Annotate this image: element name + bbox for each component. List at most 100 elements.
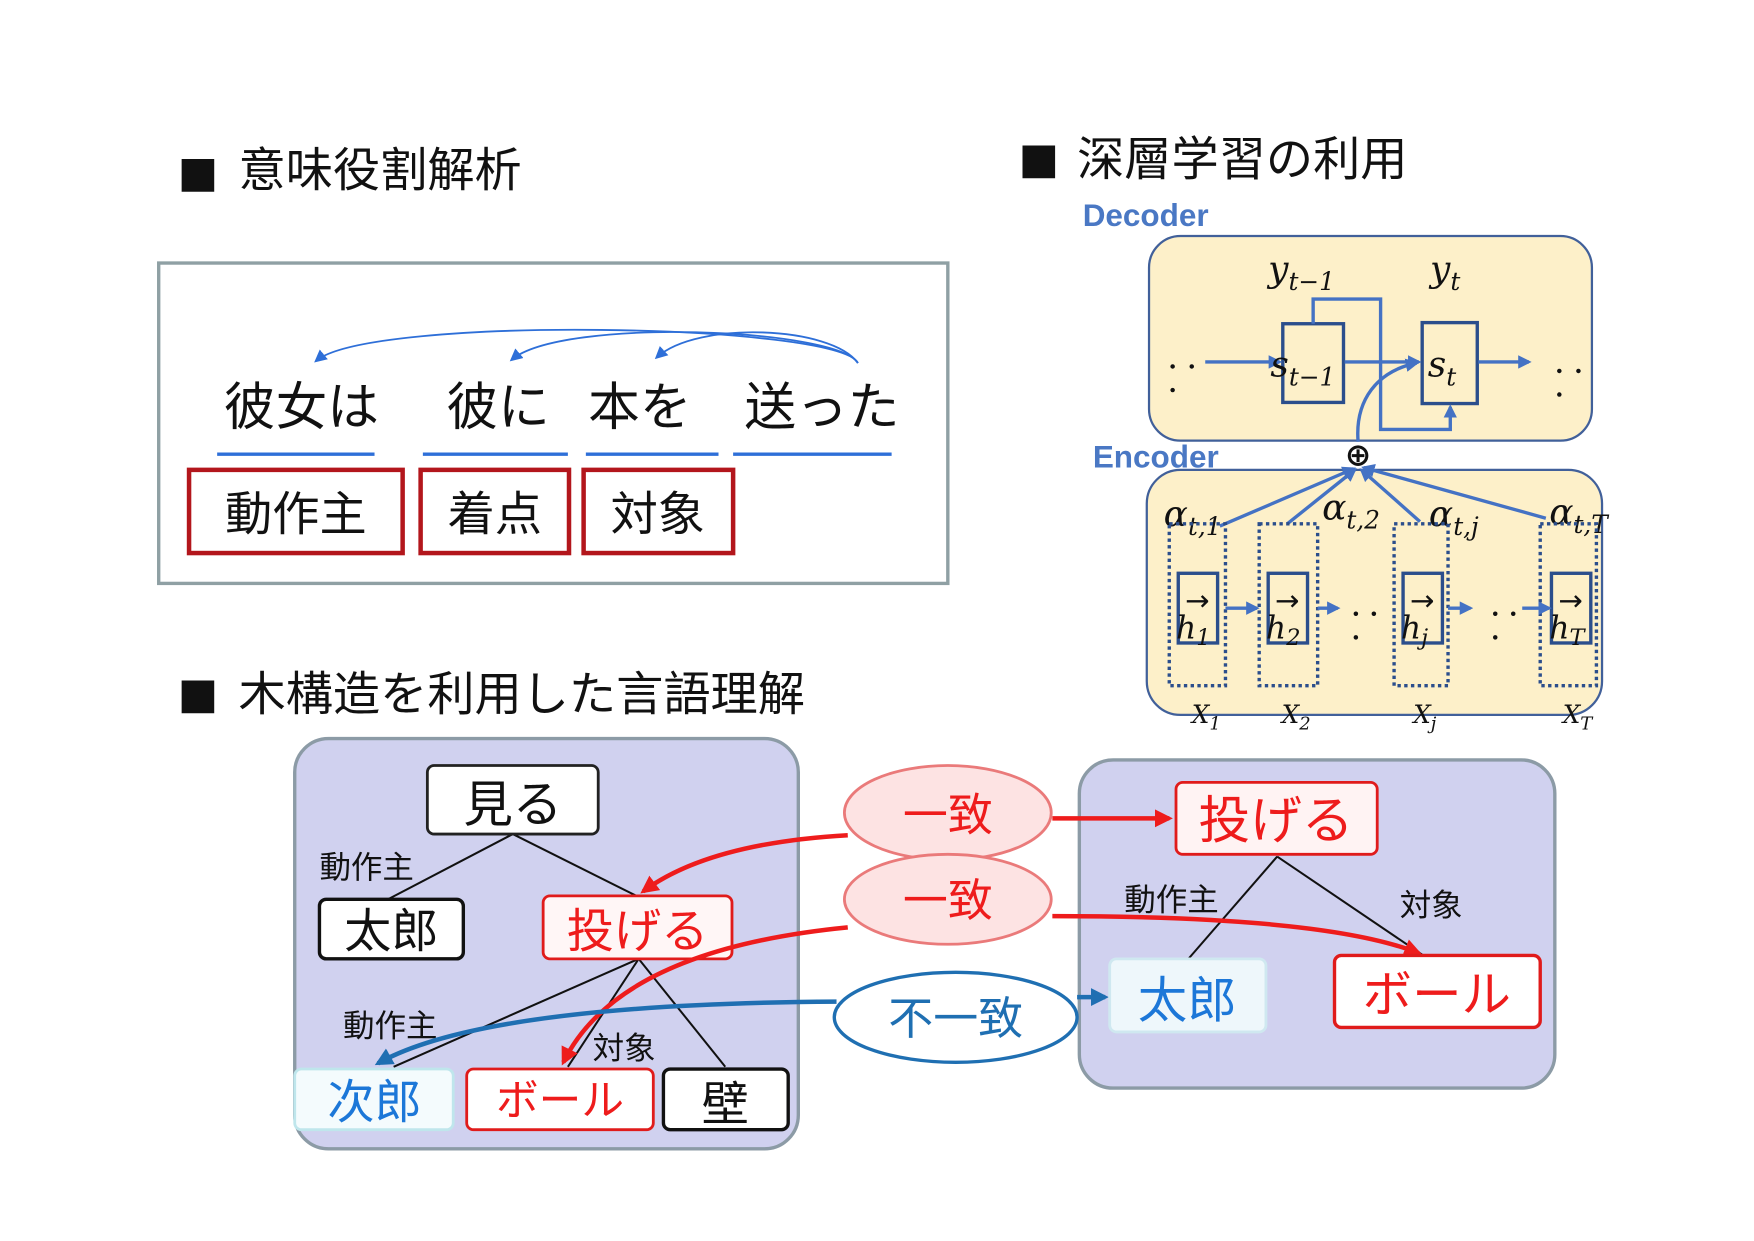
hidden-state-box: [1266, 571, 1310, 645]
encoder-cell-j: → hj: [1392, 522, 1450, 688]
encoder-label: Encoder: [1093, 440, 1219, 475]
output-prev-base: y: [1266, 249, 1289, 290]
ellipsis-dot: [1557, 368, 1562, 374]
decoder-panel: [1147, 234, 1594, 442]
attention-arrow-1: [1219, 466, 1357, 528]
left-root-node: [425, 764, 600, 836]
match-arrow-to-left-verb: [640, 832, 848, 894]
input-base: X: [1190, 700, 1211, 729]
attention-weight-2: αt,2: [1322, 487, 1380, 534]
ellipsis-dot: [1493, 611, 1498, 617]
role-label-agent: 動作主: [225, 488, 367, 543]
encoder-cell-frame: [1392, 522, 1450, 688]
hidden-state-label: h2: [1266, 610, 1301, 651]
state-current-box: [1420, 320, 1479, 406]
ellipsis-dot: [1576, 368, 1581, 374]
input-label-T: XT: [1561, 700, 1595, 735]
attention-weight-subscript: t,1: [1188, 512, 1222, 541]
hidden-state-subscript: 2: [1285, 625, 1300, 651]
match-arrow-to-right-object: [1052, 913, 1423, 957]
hidden-state-label: hj: [1401, 610, 1428, 651]
hidden-state-subscript: T: [1569, 625, 1586, 651]
hidden-state-box: [1176, 571, 1220, 645]
encoder-ellipsis-2: [1493, 611, 1516, 640]
vector-arrow-icon: →: [1558, 583, 1582, 617]
feedback-connector: [1311, 297, 1458, 432]
tree-section: ■ 木構造を利用した言語理解 見る 動作主 太郎 投げる 動作主 対象 投げる …: [178, 667, 1557, 1151]
input-base: X: [1561, 700, 1582, 729]
match-ellipse-object: [842, 852, 1053, 946]
role-label-object: 対象: [611, 488, 705, 543]
attention-weight-base: α: [1322, 487, 1346, 528]
vector-arrow-icon: →: [1410, 583, 1434, 617]
role-box-agent: [186, 467, 405, 556]
ellipsis-dot: [1170, 364, 1175, 369]
tree-edge: [1276, 855, 1424, 957]
role-box-object: [581, 467, 736, 556]
hidden-state-base: h: [1401, 610, 1421, 646]
srl-word: 彼に: [446, 378, 549, 438]
srl-section: ■ 意味役割解析 彼女は 彼に 本を 送った 動作主 着点 対象: [157, 144, 950, 586]
decoder-label: Decoder: [1083, 198, 1209, 233]
ellipsis-dot: [1353, 635, 1359, 640]
state-prev-subscript: t−1: [1289, 363, 1335, 392]
srl-arc-object: [654, 331, 859, 364]
role-label-goal: 着点: [448, 488, 542, 543]
input-base: X: [1280, 700, 1301, 729]
left-leaf-agent-node: [293, 1067, 455, 1132]
encoder-cell-1: → h1: [1167, 522, 1228, 688]
attention-weight-subscript: t,2: [1346, 505, 1380, 534]
right-object-text: ボール: [1363, 966, 1511, 1024]
left-verb-text: 投げる: [567, 905, 709, 960]
tree-edge: [1187, 855, 1278, 960]
input-base: X: [1411, 700, 1432, 729]
left-verb-node: [541, 894, 734, 961]
decoder-left-ellipsis: [1170, 364, 1194, 393]
right-object-node: [1332, 953, 1542, 1030]
left-agent-text: 太郎: [344, 905, 438, 960]
srl-word: 本を: [588, 378, 691, 438]
decoder-right-ellipsis: [1557, 368, 1581, 397]
ellipsis-dot: [1371, 611, 1377, 617]
input-label-2: X2: [1280, 700, 1311, 735]
ellipsis-dot: [1510, 611, 1516, 617]
state-current-base: s: [1428, 345, 1446, 386]
hidden-state-label: h1: [1176, 610, 1211, 651]
mismatch-ellipse-agent: [832, 970, 1079, 1064]
right-object-label: 対象: [1400, 888, 1463, 924]
right-verb-node: [1174, 780, 1379, 856]
mismatch-label-agent: 不一致: [888, 992, 1023, 1045]
left-leaf-wall-text: 壁: [702, 1078, 749, 1133]
left-root-agent-label: 動作主: [319, 850, 413, 886]
input-subscript: 2: [1298, 714, 1310, 735]
attention-weight-base: α: [1429, 494, 1453, 535]
srl-arc-agent: [314, 328, 859, 364]
output-prev: yt−1: [1266, 249, 1335, 296]
tree-bullet: ■: [178, 669, 218, 719]
state-prev: st−1: [1270, 345, 1335, 392]
hidden-state-base: h: [1176, 610, 1196, 646]
output-current-base: y: [1428, 249, 1451, 290]
state-prev-base: s: [1270, 345, 1288, 386]
input-label-j: Xj: [1411, 700, 1437, 735]
attention-weight-subscript: t,T: [1574, 510, 1610, 539]
seq2seq-title: 深層学習の利用: [1077, 132, 1407, 187]
attention-arrow-T: [1361, 464, 1547, 520]
attention-weight-base: α: [1549, 492, 1573, 533]
ellipsis-dot: [1189, 364, 1194, 369]
left-verb-agent-label: 動作主: [343, 1008, 437, 1044]
srl-word: 彼女は: [224, 378, 379, 438]
input-subscript: 1: [1209, 714, 1220, 735]
encoder-cell-T: → hT: [1538, 522, 1599, 688]
right-verb-text: 投げる: [1199, 792, 1354, 852]
attention-weight-T: αt,T: [1549, 492, 1609, 539]
hidden-state-box: [1401, 571, 1445, 645]
attention-weight-base: α: [1164, 494, 1188, 535]
srl-bullet: ■: [178, 148, 218, 198]
tree-edge: [387, 833, 514, 901]
ellipsis-dot: [1493, 635, 1498, 640]
output-prev-subscript: t−1: [1289, 267, 1335, 296]
encoder-ellipsis-1: [1353, 611, 1377, 640]
srl-title: 意味役割解析: [239, 144, 522, 199]
